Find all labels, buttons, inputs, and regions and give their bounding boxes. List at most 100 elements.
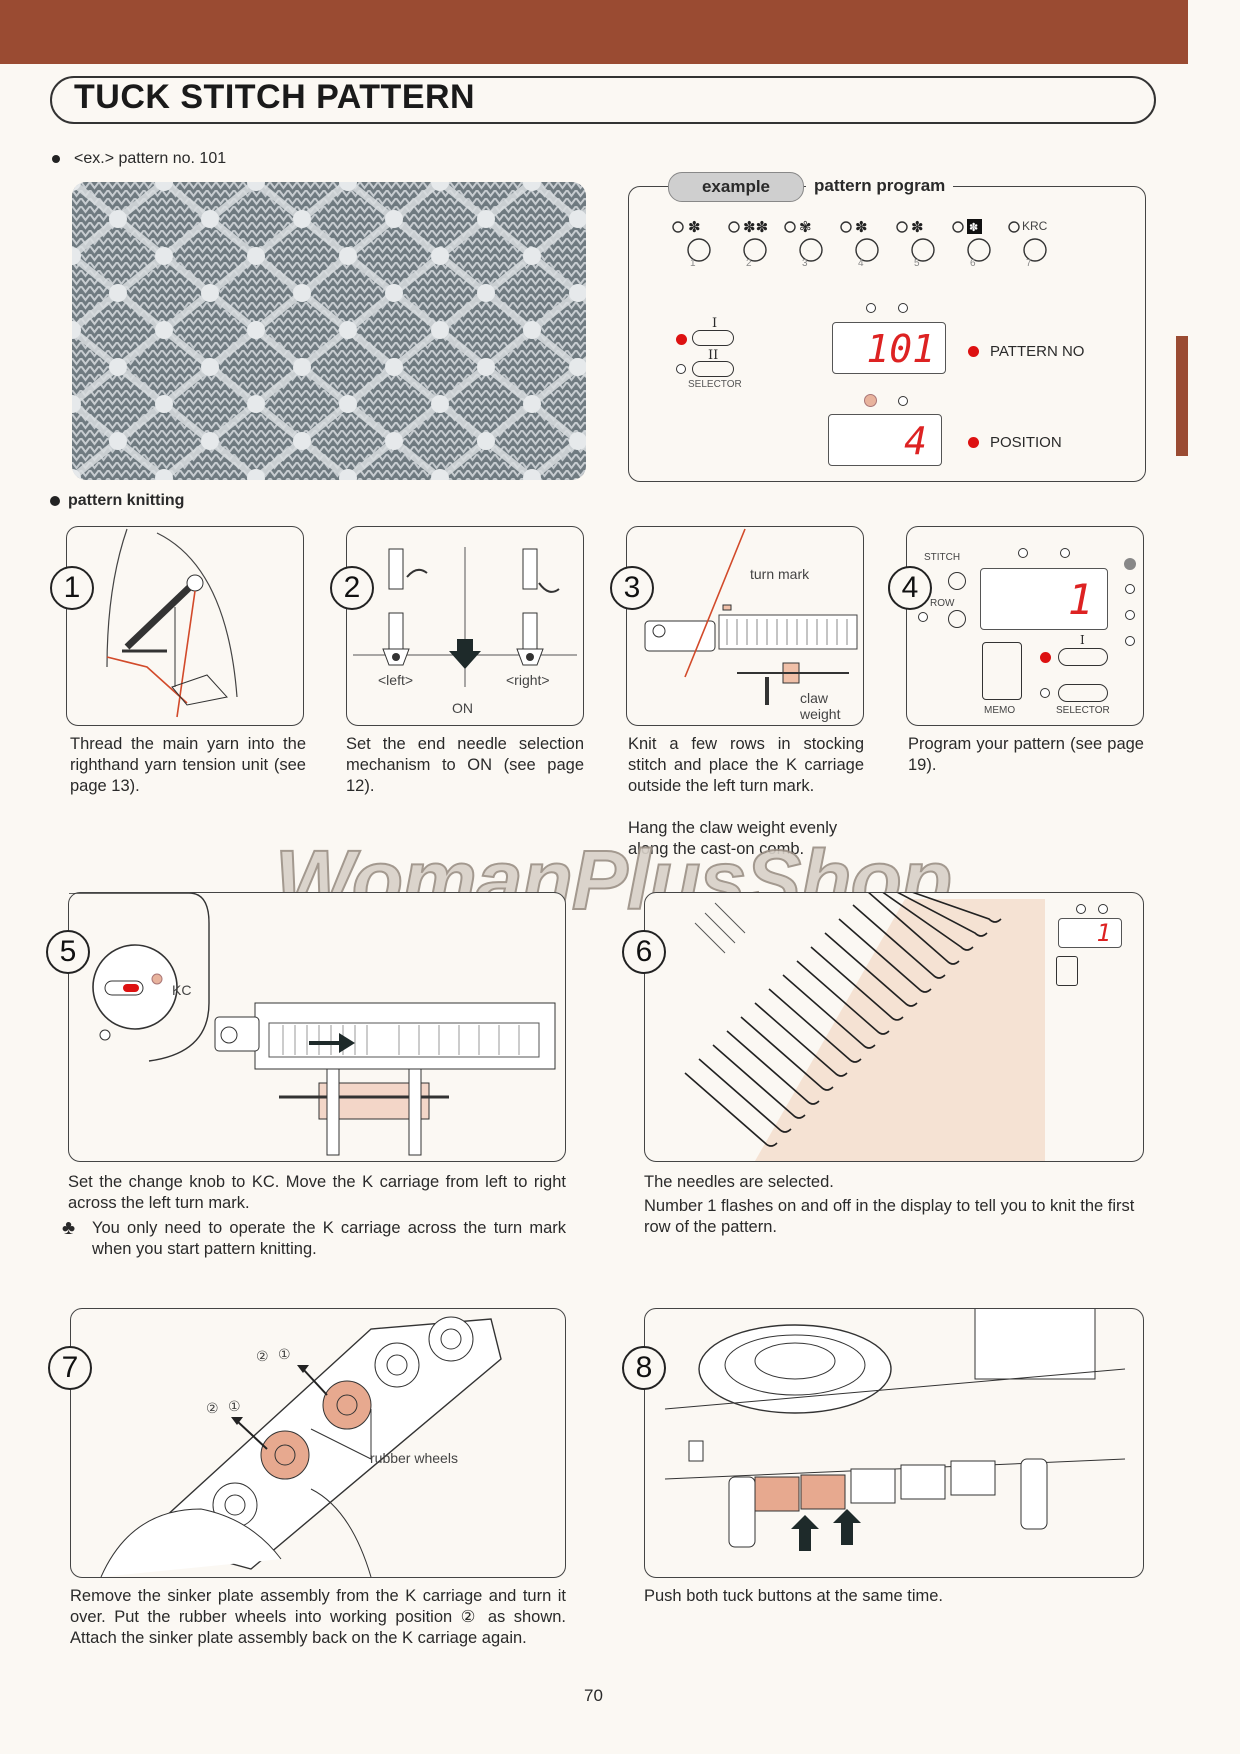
sinker-plate-rubber-wheels-drawing [100, 1316, 502, 1578]
step-2-right-label: <right> [506, 672, 550, 688]
button-number-2: 2 [746, 258, 752, 269]
step-7-pos2-b: ② [206, 1400, 219, 1416]
step-5-note: You only need to operate the K carriage … [92, 1219, 566, 1258]
selector-button-2[interactable] [692, 361, 734, 377]
step-6-led-2 [1098, 904, 1108, 914]
step-4-number: 4 [888, 566, 932, 610]
button-number-1: 1 [690, 258, 696, 269]
step-6-memo-key [1056, 956, 1078, 986]
step-2-left-label: <left> [378, 672, 414, 688]
pattern-knitting-text: pattern knitting [68, 492, 185, 509]
step-4-row-label: ROW [930, 598, 955, 609]
step-1-caption: Thread the main yarn into the righthand … [70, 735, 306, 795]
step-4-side-led-active [1124, 558, 1136, 570]
svg-text:✽✽: ✽✽ [743, 218, 768, 236]
step-4-selector-red [1040, 652, 1051, 663]
button-number-6: 6 [970, 258, 976, 269]
button-number-4: 4 [858, 258, 864, 269]
step-6-led-1 [1076, 904, 1086, 914]
step-6-display-value: 1 [1096, 919, 1111, 947]
step-5-illustration [68, 892, 566, 1162]
step-8-illustration [644, 1308, 1144, 1578]
selector-roman-1: I [712, 316, 718, 331]
step-4-selector-button-1[interactable] [1058, 648, 1108, 666]
function-button-icons: ✽✽✽✾✽✽ ✽ [672, 218, 1047, 262]
step-4-stitch-label: STITCH [924, 552, 961, 563]
button-number-row: 1 2 3 4 5 6 7 [690, 258, 1050, 274]
position-indicator [968, 437, 979, 448]
stitch-button[interactable] [948, 572, 966, 590]
button-number-3: 3 [802, 258, 808, 269]
step-4-caption: Program your pattern (see page 19). [908, 735, 1144, 774]
svg-text:✽: ✽ [855, 218, 868, 236]
step-4-roman: I [1080, 633, 1085, 647]
position-value: 4 [904, 419, 927, 463]
position-led-2 [898, 396, 908, 406]
position-display: 4 [828, 414, 942, 466]
step-2-number: 2 [330, 566, 374, 610]
step-6-display: 1 [1058, 918, 1122, 948]
step-8-caption: Push both tuck buttons at the same time. [644, 1587, 943, 1605]
step-4-selector-off [1040, 688, 1050, 698]
step-7-caption: Remove the sinker plate assembly from th… [70, 1587, 566, 1647]
position-label: POSITION [990, 434, 1062, 451]
svg-text:✽: ✽ [969, 221, 978, 234]
step-2-caption: Set the end needle selection mechanism t… [346, 735, 584, 795]
svg-text:✽: ✽ [688, 218, 701, 236]
step-4-selector-button-2[interactable] [1058, 684, 1108, 702]
pattern-no-value: 101 [866, 327, 935, 371]
step-4-led-1 [1018, 548, 1028, 558]
position-led-1 [864, 394, 877, 407]
button-number-5: 5 [914, 258, 920, 269]
step-5-kc-label: KC [172, 982, 192, 998]
step-3-illustration [626, 526, 864, 726]
step-5-note-symbol: ♣ [62, 1217, 76, 1239]
step-4-led-2 [1060, 548, 1070, 558]
step-4-display-value: 1 [1067, 575, 1093, 624]
step-8-number: 8 [622, 1346, 666, 1390]
selector-indicator-off [676, 364, 686, 374]
step-4-side-led-2 [1125, 584, 1135, 594]
memo-key[interactable] [982, 642, 1022, 700]
step-3-weight-label: weight [800, 706, 841, 722]
svg-text:✽: ✽ [911, 218, 924, 236]
page-title: TUCK STITCH PATTERN [74, 78, 476, 116]
step-1-illustration [66, 526, 304, 726]
step-7-rubber-wheels-label: rubber wheels [370, 1450, 458, 1466]
step-5-caption: Set the change knob to KC. Move the K ca… [68, 1173, 566, 1212]
side-tab [1176, 336, 1188, 456]
step-3-claw-label: claw [800, 690, 829, 706]
row-led [918, 612, 928, 622]
display-led-2 [898, 303, 908, 313]
pattern-no-display: 101 [832, 322, 946, 374]
row-button[interactable] [948, 610, 966, 628]
pattern-program-heading: pattern program [806, 172, 954, 200]
step-6-caption-2: Number 1 flashes on and off in the displ… [644, 1197, 1135, 1236]
pattern-no-label: PATTERN NO [990, 343, 1085, 360]
knit-swatch-image [72, 182, 586, 480]
yarn-tension-unit-drawing [106, 528, 238, 718]
top-color-bar [0, 0, 1188, 64]
step-7-pos1-b: ① [228, 1398, 241, 1414]
selected-needles-drawing [684, 890, 1045, 1161]
step-4-memo-label: MEMO [984, 705, 1016, 716]
step-4-side-led-4 [1125, 636, 1135, 646]
step-3-caption-2: Hang the claw weight evenly along the ca… [628, 819, 838, 858]
krc-label: KRC [1022, 219, 1048, 233]
knit-swatch-photo [72, 182, 586, 480]
step-4-side-led-3 [1125, 610, 1135, 620]
pattern-knitting-heading: pattern knitting [50, 492, 184, 510]
function-buttons-row: ✽✽✽✾✽✽ ✽ [670, 216, 1050, 272]
step-3-number: 3 [610, 566, 654, 610]
pattern-no-indicator [968, 346, 979, 357]
end-needle-selection-drawing [353, 547, 577, 687]
step-2-on-label: ON [452, 700, 473, 716]
svg-text:✾: ✾ [799, 218, 812, 236]
step-6-caption: The needles are selected. [644, 1173, 834, 1191]
selector-button-1[interactable] [692, 330, 734, 346]
title-frame [50, 76, 1156, 124]
change-knob-kc-drawing [69, 892, 556, 1156]
step-5-number: 5 [46, 930, 90, 974]
k-carriage-turn-mark-drawing [644, 528, 858, 705]
button-number-7: 7 [1026, 258, 1032, 269]
